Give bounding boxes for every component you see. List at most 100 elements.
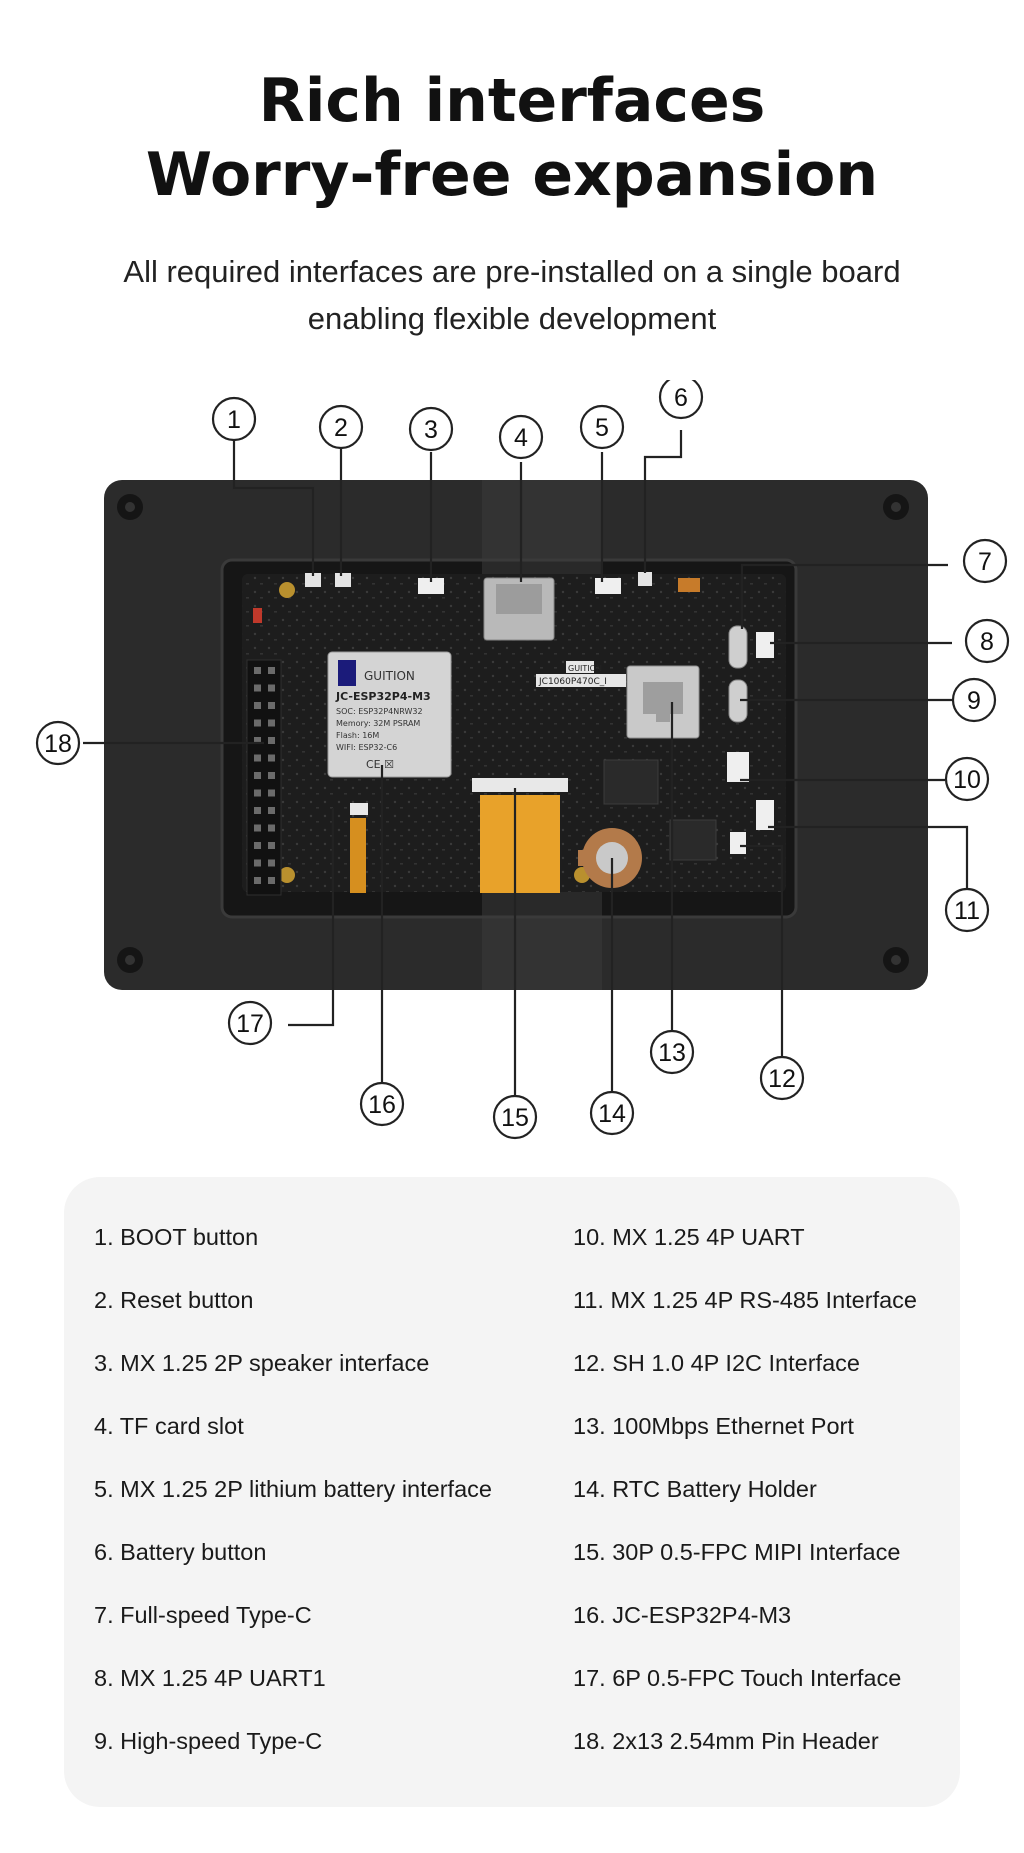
module-memory: Memory: 32M PSRAM — [336, 719, 420, 728]
header-pin — [268, 737, 275, 744]
callout-2: 2 — [318, 404, 364, 450]
header-pin — [254, 754, 261, 762]
callout-label: 5 — [595, 414, 609, 442]
callout-3: 3 — [408, 406, 454, 452]
legend-item: 7. Full-speed Type-C — [94, 1602, 312, 1628]
legend-item: 1. BOOT button — [94, 1224, 259, 1250]
header-pin — [254, 789, 261, 797]
top-chip — [678, 578, 700, 592]
header-pin — [268, 877, 275, 884]
legend-item: 15. 30P 0.5-FPC MIPI Interface — [573, 1539, 901, 1565]
callout-label: 11 — [954, 897, 980, 925]
i2c-connector — [730, 832, 746, 854]
callout-label: 12 — [768, 1065, 796, 1093]
board-brand: GUITION — [568, 664, 602, 673]
module-soc: SOC: ESP32P4NRW32 — [336, 707, 423, 716]
touch-fpc-connector — [350, 803, 368, 815]
legend-item: 18. 2x13 2.54mm Pin Header — [573, 1728, 879, 1754]
module-brand: GUITION — [364, 669, 415, 683]
header-pin — [268, 807, 275, 814]
callout-label: 9 — [967, 687, 981, 715]
callout-15: 15 — [492, 1094, 538, 1140]
header-pin — [268, 702, 275, 709]
board-label-tag — [536, 674, 626, 687]
callout-label: 17 — [236, 1010, 264, 1038]
header-pin — [254, 824, 261, 832]
callout-label: 13 — [658, 1039, 686, 1067]
callout-10: 10 — [944, 756, 990, 802]
legend-item: 17. 6P 0.5-FPC Touch Interface — [573, 1665, 902, 1691]
module-flash: Flash: 16M — [336, 731, 379, 740]
callout-11: 11 — [944, 887, 990, 933]
legend-item: 12. SH 1.0 4P I2C Interface — [573, 1350, 860, 1376]
board-diagram: GUITION JC-ESP32P4-M3 SOC: ESP32P4NRW32 … — [35, 380, 1010, 1140]
legend-item: 2. Reset button — [94, 1287, 254, 1313]
legend-item: 5. MX 1.25 2P lithium battery interface — [94, 1476, 492, 1502]
mipi-fpc-connector — [472, 778, 568, 792]
page-subtitle-line1: All required interfaces are pre-installe… — [123, 254, 901, 289]
board-brand-tag — [566, 661, 594, 673]
callout-label: 18 — [44, 730, 72, 758]
callout-label: 15 — [501, 1104, 529, 1132]
legend-item: 10. MX 1.25 4P UART — [573, 1224, 805, 1250]
callout-1: 1 — [211, 396, 257, 442]
uart1-connector — [756, 632, 774, 658]
legend-item: 13. 100Mbps Ethernet Port — [573, 1413, 854, 1439]
board-label: JC1060P470C_I — [538, 677, 607, 687]
callout-9: 9 — [951, 677, 997, 723]
header-pin — [254, 737, 261, 744]
led — [253, 608, 262, 623]
legend-item: 8. MX 1.25 4P UART1 — [94, 1665, 326, 1691]
callout-18: 18 — [35, 720, 81, 766]
callout-17: 17 — [227, 1000, 273, 1046]
mount-hole — [279, 582, 295, 598]
callout-8: 8 — [964, 618, 1010, 664]
header-pin — [254, 702, 261, 709]
header-pin — [254, 667, 261, 674]
header-pin — [268, 824, 275, 832]
callout-label: 4 — [514, 424, 528, 452]
header-pin — [254, 772, 261, 779]
mipi-fpc-cable — [480, 795, 560, 893]
callout-14: 14 — [589, 1090, 635, 1136]
mount-hole — [279, 867, 295, 883]
screw-icon — [117, 494, 143, 520]
legend-panel — [64, 1177, 960, 1807]
callout-5: 5 — [579, 404, 625, 450]
page-title-line2: Worry-free expansion — [145, 140, 879, 210]
callout-label: 7 — [978, 548, 992, 576]
screw-icon — [883, 494, 909, 520]
callout-16: 16 — [359, 1081, 405, 1127]
callout-6: 6 — [658, 380, 704, 420]
legend-item: 9. High-speed Type-C — [94, 1728, 323, 1754]
touch-fpc-cable — [350, 818, 366, 893]
header-pin — [268, 684, 275, 692]
legend-item: 16. JC-ESP32P4-M3 — [573, 1602, 792, 1628]
legend-item: 3. MX 1.25 2P speaker interface — [94, 1350, 430, 1376]
callout-label: 16 — [368, 1091, 396, 1119]
callout-label: 8 — [980, 628, 994, 656]
header-pin — [254, 842, 261, 849]
callout-4: 4 — [498, 414, 544, 460]
uart-connector — [727, 752, 749, 782]
callout-7: 7 — [962, 538, 1008, 584]
legend-item: 6. Battery button — [94, 1539, 267, 1565]
legend-item: 4. TF card slot — [94, 1413, 244, 1439]
leader-lines — [83, 430, 969, 1105]
callout-label: 3 — [424, 416, 438, 444]
callout-label: 1 — [227, 406, 241, 434]
header-pin — [268, 842, 275, 849]
header-pin — [268, 859, 275, 867]
header-pin — [254, 807, 261, 814]
header-pin — [268, 789, 275, 797]
header-pin — [254, 684, 261, 692]
battery-connector — [595, 578, 621, 594]
header-pin — [268, 772, 275, 779]
tf-card-slot-inner — [496, 584, 542, 614]
module-name: JC-ESP32P4-M3 — [335, 690, 431, 703]
battery-button — [638, 572, 652, 586]
legend-item: 11. MX 1.25 4P RS-485 Interface — [573, 1287, 917, 1313]
callout-13: 13 — [649, 1029, 695, 1075]
screw-icon — [117, 947, 143, 973]
header-pin — [268, 667, 275, 674]
